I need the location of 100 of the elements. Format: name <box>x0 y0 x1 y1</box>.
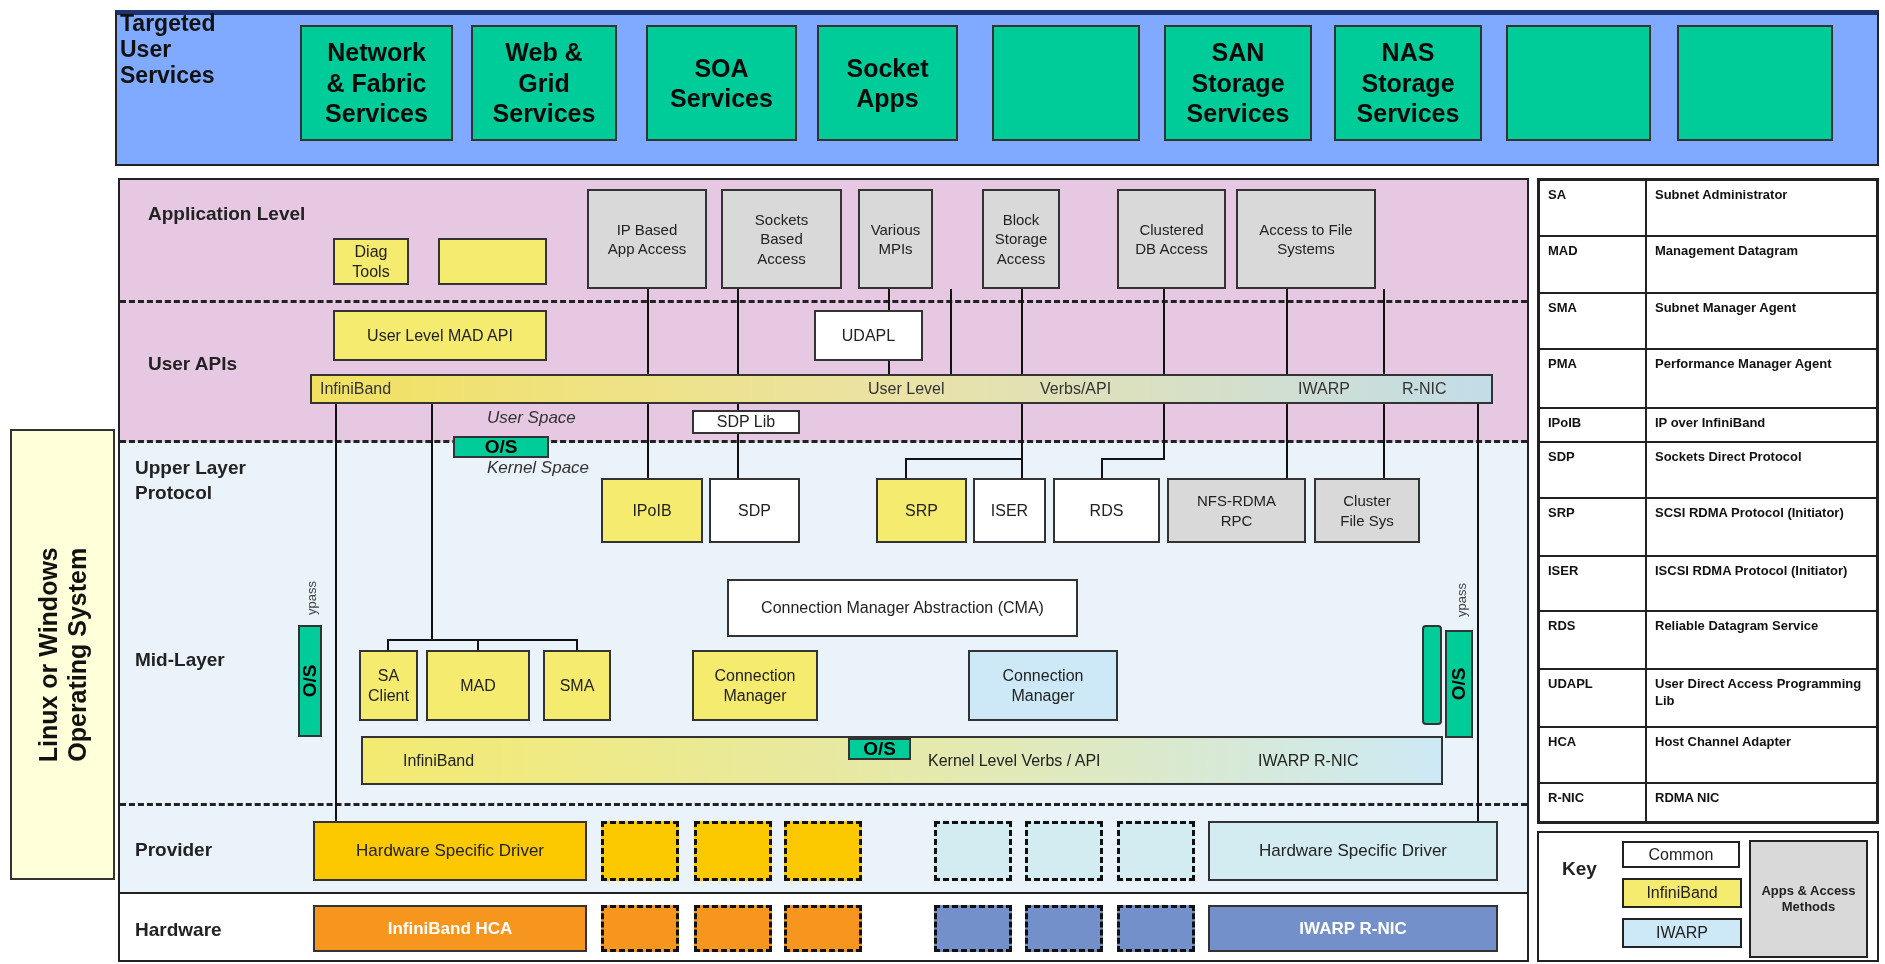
box-label: MAD <box>459 675 497 696</box>
service-tile <box>1506 25 1651 141</box>
abbreviation-cell: PMA <box>1539 348 1646 408</box>
key-title: Key <box>1562 858 1597 880</box>
connector-line <box>335 403 337 822</box>
definition-cell: User Direct Access Programming Lib <box>1646 668 1877 727</box>
connector-line <box>888 360 890 375</box>
component-box <box>438 238 547 285</box>
placeholder-box <box>1117 905 1195 952</box>
os-label: O/S <box>299 664 321 698</box>
component-box <box>876 478 967 543</box>
box-label: Diag Tools <box>351 241 391 282</box>
abbreviation-cell: ISER <box>1539 555 1646 612</box>
connector-line <box>1383 403 1385 479</box>
services-band <box>115 10 1879 166</box>
bar-label: R-NIC <box>1402 380 1447 398</box>
box-label: Hardware Specific Driver <box>1258 840 1448 862</box>
app-access-box <box>858 189 933 289</box>
component-box <box>709 478 800 543</box>
layer-label: Hardware <box>135 918 223 942</box>
service-tile <box>817 25 958 141</box>
legend-label: Common <box>1647 844 1715 865</box>
connector-line <box>1477 403 1479 822</box>
box-label: Web & Grid Services <box>491 37 597 129</box>
component-box <box>973 478 1046 543</box>
component-box <box>692 650 818 721</box>
box-label: Connection Manager <box>1001 665 1085 706</box>
driver-box <box>1208 821 1498 881</box>
layer-label: User APIs <box>148 352 239 376</box>
connector-line <box>1286 288 1288 375</box>
placeholder-box <box>784 821 862 881</box>
box-label: Clustered DB Access <box>1134 219 1209 259</box>
app-access-box <box>1314 478 1420 543</box>
service-tile <box>646 25 797 141</box>
box-label: Access to File Systems <box>1258 219 1354 259</box>
box-label: Connection Manager Abstraction (CMA) <box>760 598 1045 618</box>
component-box <box>333 238 409 285</box>
box-label: NFS-RDMA RPC <box>1195 491 1278 530</box>
box-label: SOA Services <box>669 52 774 114</box>
os-tag <box>453 436 549 458</box>
definition-cell: Reliable Datagram Service <box>1646 611 1877 669</box>
box-label: Hardware Specific Driver <box>355 840 545 862</box>
os-label: Linux or Windows Operating System <box>33 546 92 765</box>
connector-line <box>737 403 739 411</box>
connector-line <box>737 288 739 375</box>
box-label: InfiniBand HCA <box>386 918 514 939</box>
placeholder-box <box>694 821 772 881</box>
os-panel <box>10 429 115 880</box>
component-box <box>333 310 547 361</box>
bar-label: InfiniBand <box>320 380 392 398</box>
app-access-box <box>1167 478 1306 543</box>
component-box <box>1053 478 1160 543</box>
abbreviation-cell: IPoIB <box>1539 407 1646 443</box>
component-box <box>426 650 530 721</box>
connector-line <box>737 433 739 479</box>
connector-line <box>1101 403 1165 479</box>
service-tile <box>1334 25 1482 141</box>
abbreviation-cell: HCA <box>1539 726 1646 784</box>
definition-cell: Subnet Manager Agent <box>1646 293 1877 349</box>
connector-line <box>1163 288 1165 375</box>
legend-label: IWARP <box>1655 923 1709 943</box>
definition-cell: ISCSI RDMA Protocol (Initiator) <box>1646 555 1877 612</box>
hardware-box <box>313 905 587 952</box>
box-label: Block Storage Access <box>993 209 1049 269</box>
box-label: SRP <box>904 500 939 521</box>
abbreviation-cell: SMA <box>1539 293 1646 349</box>
service-tile <box>471 25 617 141</box>
box-label: IWARP R-NIC <box>1298 918 1408 939</box>
box-label: SDP <box>737 500 772 521</box>
abbreviation-cell: SDP <box>1539 442 1646 498</box>
app-access-box <box>982 189 1060 289</box>
abbreviation-cell: MAD <box>1539 235 1646 294</box>
os-tag <box>848 738 911 760</box>
box-label: Sockets Based Access <box>753 209 810 269</box>
abbreviation-cell: UDAPL <box>1539 668 1646 727</box>
abbreviation-cell: R-NIC <box>1539 783 1646 822</box>
bypass-label: ypass <box>1453 583 1469 617</box>
box-label: Network & Fabric Services <box>324 37 429 129</box>
box-label: O/S <box>862 738 897 760</box>
box-label: Connection Manager <box>713 665 797 706</box>
layer-label: Application Level <box>148 202 307 226</box>
layer-label: Mid-Layer <box>135 648 226 672</box>
space-label: Kernel Space <box>487 458 590 478</box>
space-label: User Space <box>487 408 576 428</box>
definition-cell: Management Datagram <box>1646 235 1877 294</box>
layer-label: Provider <box>135 838 214 862</box>
box-label: O/S <box>483 436 519 458</box>
definition-cell: Host Channel Adapter <box>1646 726 1877 784</box>
connector-line <box>888 288 890 311</box>
placeholder-box <box>601 821 679 881</box>
box-label: ISER <box>989 500 1030 521</box>
box-label: Various MPIs <box>869 219 922 259</box>
os-tag <box>298 625 322 737</box>
placeholder-box <box>934 821 1012 881</box>
box-label: SA Client <box>367 665 410 706</box>
service-tile <box>1677 25 1833 141</box>
band-title: Targeted User Services <box>120 11 217 89</box>
driver-box <box>313 821 587 881</box>
placeholder-box <box>1025 905 1103 952</box>
layer-label: Upper Layer Protocol <box>135 456 247 505</box>
